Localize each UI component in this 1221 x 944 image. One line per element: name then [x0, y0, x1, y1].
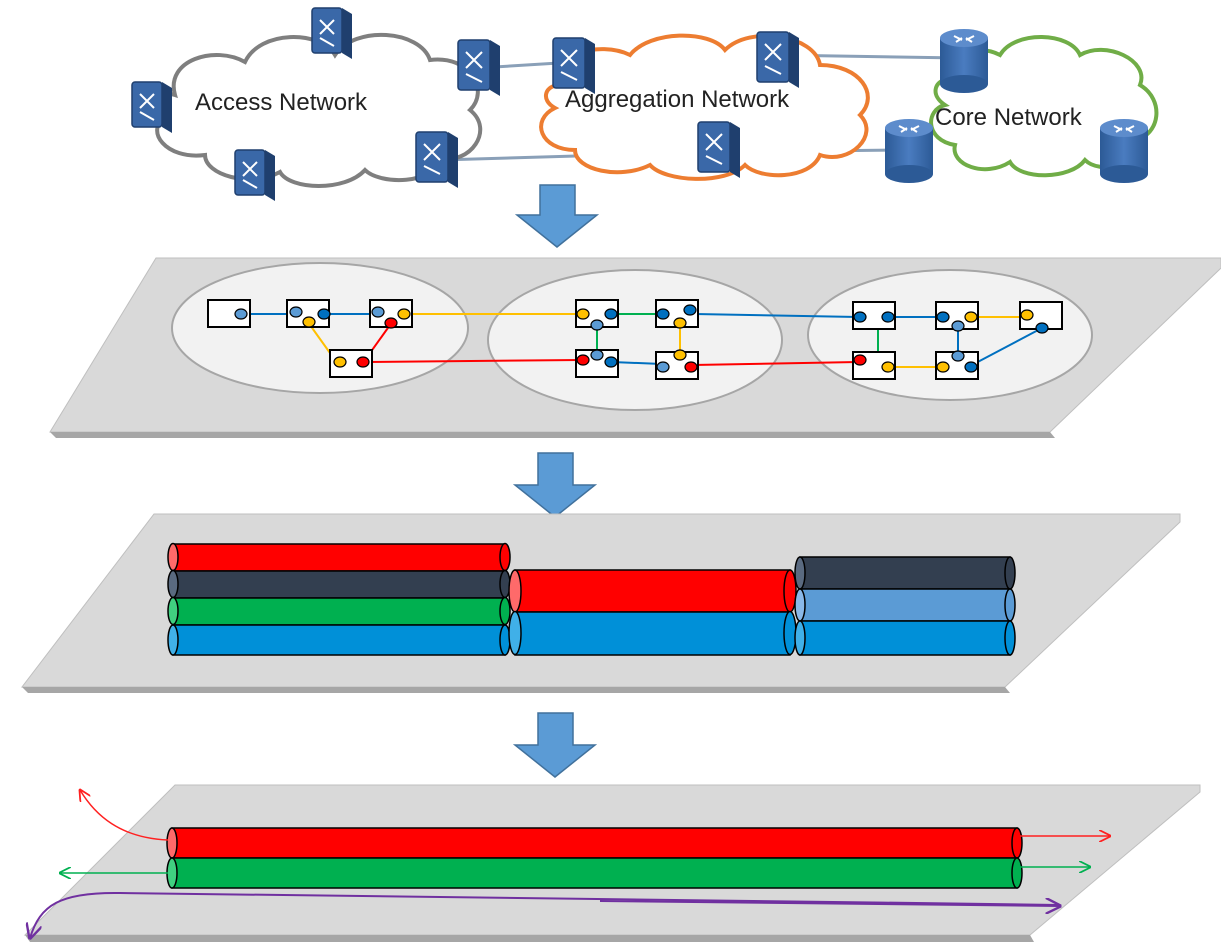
- core-router-icon: [885, 119, 933, 183]
- red-end-to-end-tunnel: [166, 827, 1023, 859]
- access-network-cloud: [155, 33, 483, 188]
- node-boxes: [207, 299, 1063, 380]
- node-ports: [234, 304, 1049, 373]
- core-network-label: Core Network: [935, 104, 1083, 131]
- edge-switch-icon: [415, 131, 458, 188]
- down-arrow-icon: [514, 184, 600, 248]
- down-arrow-icon: [512, 712, 598, 778]
- aggregation-tunnel-stack: [508, 569, 797, 656]
- access-switch-icon: [131, 81, 172, 133]
- logical-links: [240, 313, 1043, 368]
- end-to-end-tunnel-plane: [23, 784, 1201, 942]
- edge-switch-icon: [457, 39, 500, 96]
- green-end-to-end-tunnel: [166, 857, 1023, 889]
- access-switch-icon: [234, 149, 275, 201]
- aggregation-domain-ellipse: [487, 269, 783, 411]
- segment-tunnel-plane: [20, 513, 1181, 693]
- core-domain-ellipse: [807, 269, 1093, 401]
- core-router-icon: [1100, 119, 1148, 183]
- red-flow-arrow: [80, 790, 169, 841]
- down-arrow-icon: [512, 452, 598, 518]
- purple-flow-arrow: [599, 901, 1060, 906]
- core-router-icon: [940, 29, 988, 93]
- aggregation-switch-icon: [552, 37, 595, 94]
- core-tunnel-stack: [794, 556, 1016, 656]
- aggregation-network-label: Aggregation Network: [565, 86, 790, 113]
- logical-topology-plane: [49, 257, 1221, 438]
- access-tunnel-stack: [167, 542, 511, 656]
- access-network-label: Access Network: [195, 89, 368, 116]
- physical-network-section: Access Network Aggregation Network Core …: [131, 7, 1159, 201]
- aggregation-switch-icon: [697, 121, 740, 178]
- purple-flow-arrow: [30, 891, 1059, 938]
- access-switch-icon: [311, 7, 352, 59]
- aggregation-switch-icon: [756, 31, 799, 88]
